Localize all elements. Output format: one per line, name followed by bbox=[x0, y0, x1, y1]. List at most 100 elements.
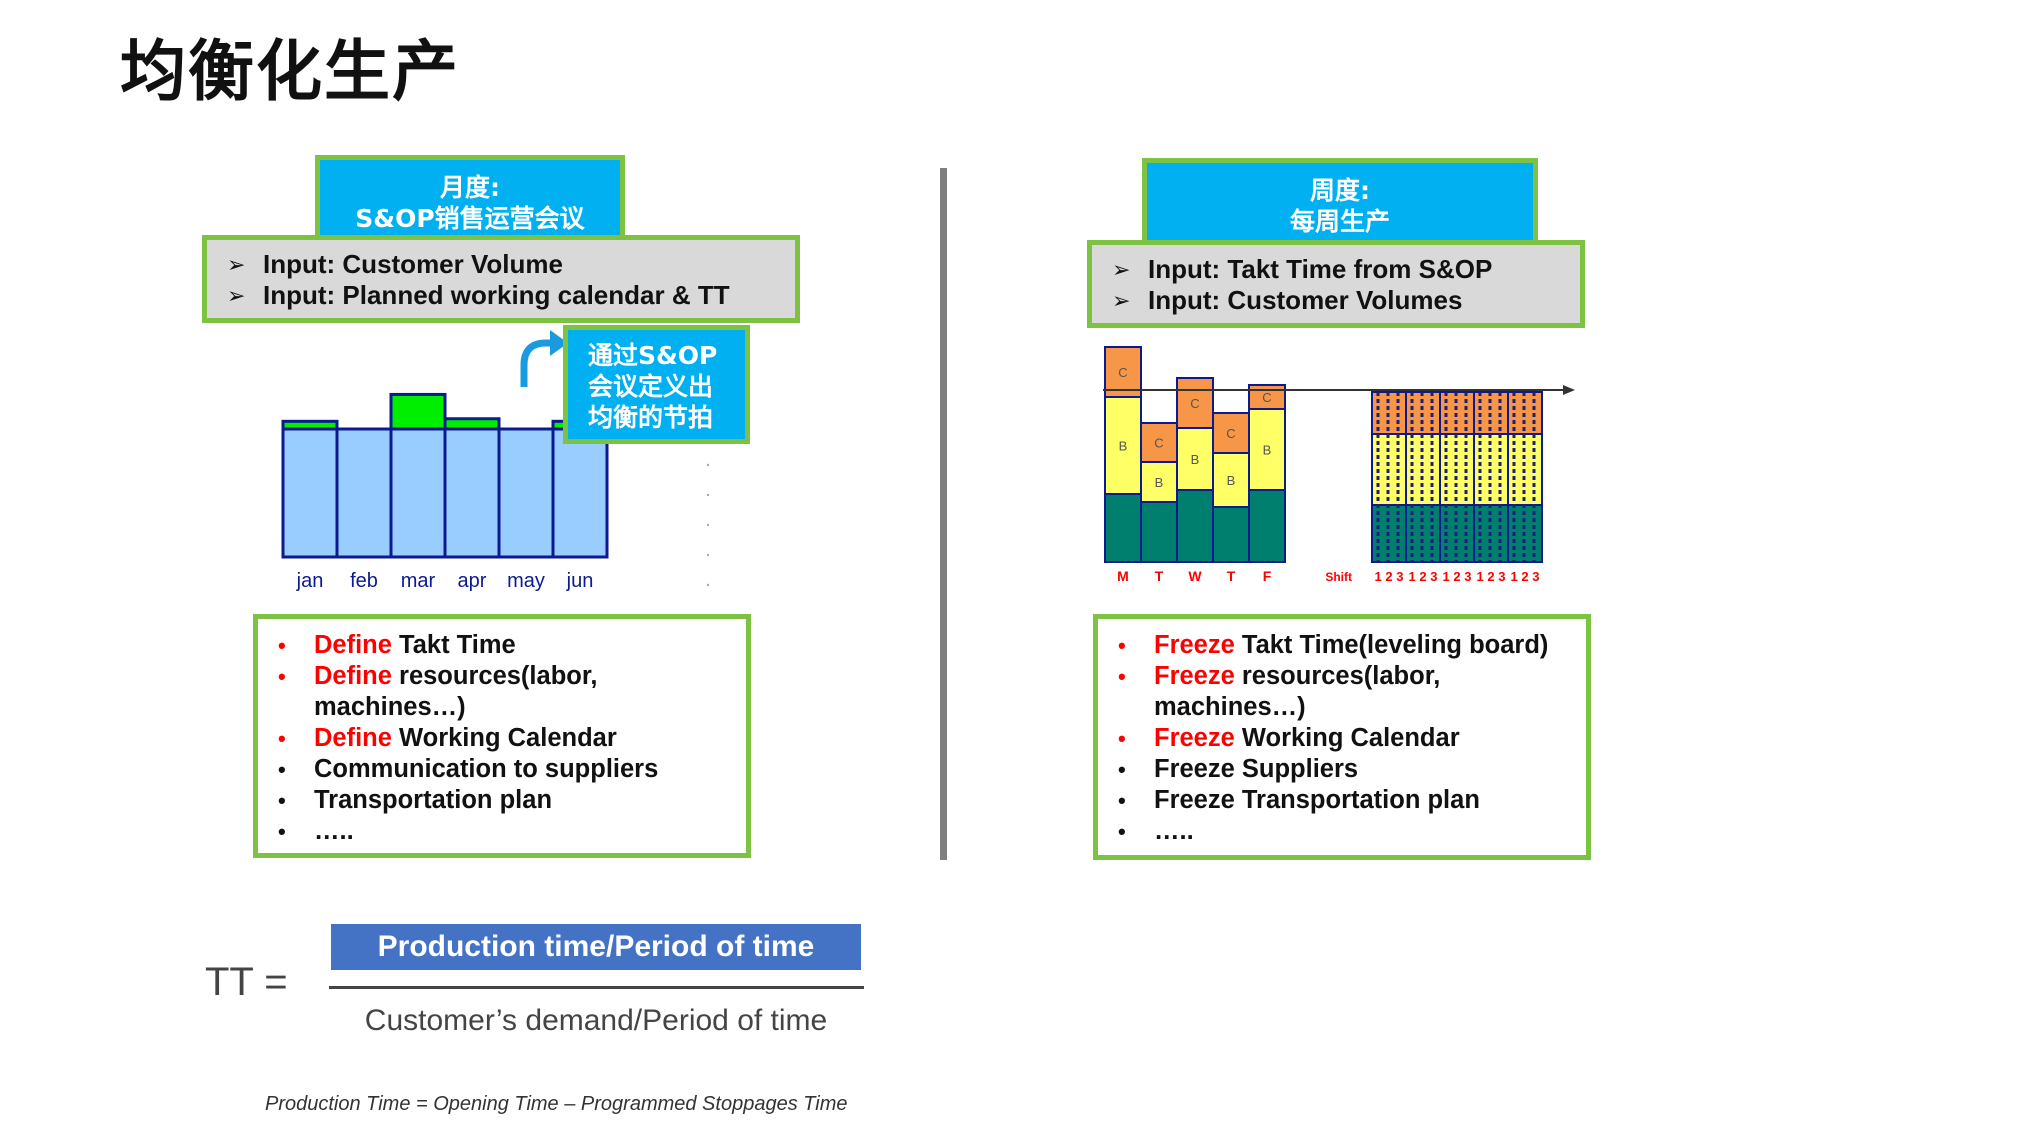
tt-denominator: Customer’s demand/Period of time bbox=[364, 1004, 828, 1037]
bullet-text: Takt Time(leveling board) bbox=[1234, 631, 1549, 659]
input-text: Input: Customer Volumes bbox=[1148, 285, 1463, 315]
bullet-icon: • bbox=[278, 788, 286, 813]
day-label: M bbox=[1117, 568, 1129, 584]
takt-arrow-icon bbox=[1563, 385, 1575, 395]
bullet-icon: • bbox=[278, 633, 286, 658]
page-title: 均衡化生产 bbox=[120, 33, 460, 110]
weekly-inputs: ➢ Input: Takt Time from S&OP ➢ Input: Cu… bbox=[1087, 240, 1585, 328]
month-label: jan bbox=[296, 570, 324, 592]
day-label: W bbox=[1188, 568, 1202, 584]
segment-label-b: B bbox=[1263, 443, 1272, 458]
input-line: ➢ Input: Customer Volumes bbox=[1112, 285, 1580, 316]
bullet-icon: • bbox=[278, 819, 286, 844]
month-base-bar bbox=[443, 427, 501, 559]
callout-line: 均衡的节拍 bbox=[588, 403, 714, 432]
bullet-text: Working Calendar bbox=[1234, 724, 1460, 752]
divider bbox=[940, 168, 947, 860]
weekly-header-line1: 周度: bbox=[1310, 176, 1370, 205]
bullet-icon: • bbox=[1118, 757, 1126, 782]
arrow-bullet-icon: ➢ bbox=[1112, 257, 1131, 282]
bullet-icon: • bbox=[1118, 726, 1126, 751]
bullet-text: ….. bbox=[314, 817, 354, 845]
day-c-segment bbox=[1176, 377, 1214, 429]
bullet-icon: • bbox=[278, 664, 286, 689]
bullet-keyword: Freeze bbox=[1154, 631, 1235, 659]
footnote: Production Time = Opening Time – Program… bbox=[265, 1093, 848, 1115]
month-extra-bar bbox=[443, 417, 501, 431]
bullet-item: •Define resources(labor, bbox=[278, 661, 746, 692]
day-label: F bbox=[1263, 568, 1272, 584]
bullet-item: • Freeze Working Calendar bbox=[1118, 723, 1586, 754]
dotted-guide bbox=[706, 583, 710, 587]
day-c-segment bbox=[1104, 346, 1142, 398]
segment-label-c: C bbox=[1154, 436, 1163, 451]
segment-label-c: C bbox=[1262, 390, 1271, 405]
month-base-bar bbox=[497, 427, 555, 559]
bullet-icon: • bbox=[1118, 819, 1126, 844]
bullet-item: • Freeze Suppliers bbox=[1118, 754, 1586, 785]
day-base-segment bbox=[1104, 493, 1142, 563]
shift-numbers: 1 2 3 bbox=[1409, 569, 1438, 584]
bullet-icon: • bbox=[278, 726, 286, 751]
bullet-icon: • bbox=[1118, 788, 1126, 813]
input-line: ➢ Input: Customer Volume bbox=[227, 249, 795, 280]
bullet-text: machines…) bbox=[1154, 693, 1306, 721]
day-base-segment bbox=[1176, 489, 1214, 563]
bullet-text: Takt Time bbox=[391, 631, 516, 659]
segment-label-b: B bbox=[1119, 439, 1128, 454]
input-line: ➢ Input: Planned working calendar & TT bbox=[227, 280, 795, 311]
bullet-item: machines…) bbox=[278, 692, 746, 723]
month-base-bar bbox=[551, 427, 609, 559]
bullet-keyword: Define bbox=[314, 631, 392, 659]
segment-label-c: C bbox=[1226, 426, 1235, 441]
tt-numerator: Production time/Period of time bbox=[331, 924, 861, 970]
bullet-item: • Communication to suppliers bbox=[278, 754, 746, 785]
segment-label-c: C bbox=[1190, 396, 1199, 411]
weekly-actions: •Freeze Takt Time(leveling board)•Freeze… bbox=[1093, 614, 1591, 860]
bullet-text: Communication to suppliers bbox=[314, 755, 659, 783]
month-label: feb bbox=[350, 570, 378, 592]
shift-numbers: 1 2 3 bbox=[1375, 569, 1404, 584]
day-base-segment bbox=[1248, 489, 1286, 563]
bullet-keyword: Define bbox=[314, 662, 392, 690]
weekly-header-line2: 每周生产 bbox=[1289, 207, 1390, 236]
dotted-guide bbox=[706, 523, 710, 527]
bullet-item: •Freeze Takt Time(leveling board) bbox=[1118, 630, 1586, 661]
monthly-header-line2: S&OP销售运营会议 bbox=[355, 204, 585, 233]
callout-line: 通过S&OP bbox=[588, 341, 718, 370]
bullet-icon: • bbox=[278, 757, 286, 782]
input-text: Input: Planned working calendar & TT bbox=[263, 280, 730, 310]
segment-label-b: B bbox=[1191, 452, 1200, 467]
segment-label-c: C bbox=[1118, 365, 1127, 380]
bullet-text: resources(labor, bbox=[1234, 662, 1441, 690]
bullet-text: machines…) bbox=[314, 693, 466, 721]
bullet-item: machines…) bbox=[1118, 692, 1586, 723]
bullet-text: Transportation plan bbox=[314, 786, 553, 814]
day-label: T bbox=[1227, 568, 1236, 584]
segment-label-b: B bbox=[1227, 473, 1236, 488]
bullet-text: ….. bbox=[1154, 817, 1194, 845]
shift-numbers: 1 2 3 bbox=[1477, 569, 1506, 584]
monthly-header-line1: 月度: bbox=[440, 173, 500, 202]
bullet-item: • Transportation plan bbox=[278, 785, 746, 816]
dotted-guide bbox=[706, 463, 710, 467]
input-text: Input: Customer Volume bbox=[263, 249, 563, 279]
month-label: may bbox=[507, 570, 545, 592]
bullet-text: Working Calendar bbox=[391, 724, 617, 752]
bullet-text: Freeze Suppliers bbox=[1154, 755, 1359, 783]
month-base-bar bbox=[389, 427, 447, 559]
bullet-item: •Freeze Transportation plan bbox=[1118, 785, 1586, 816]
input-line: ➢ Input: Takt Time from S&OP bbox=[1112, 254, 1580, 285]
month-base-bar bbox=[335, 427, 393, 559]
fraction-bar bbox=[329, 986, 864, 989]
shift-numbers: 1 2 3 bbox=[1443, 569, 1472, 584]
shift-label: Shift bbox=[1325, 570, 1352, 584]
callout-line: 会议定义出 bbox=[588, 372, 714, 401]
bullet-keyword: Freeze bbox=[1154, 724, 1235, 752]
arrow-bullet-icon: ➢ bbox=[1112, 288, 1131, 313]
weekly-header: 周度: 每周生产 bbox=[1142, 158, 1538, 248]
curved-arrow-icon bbox=[520, 330, 568, 387]
day-base-segment bbox=[1212, 506, 1250, 563]
